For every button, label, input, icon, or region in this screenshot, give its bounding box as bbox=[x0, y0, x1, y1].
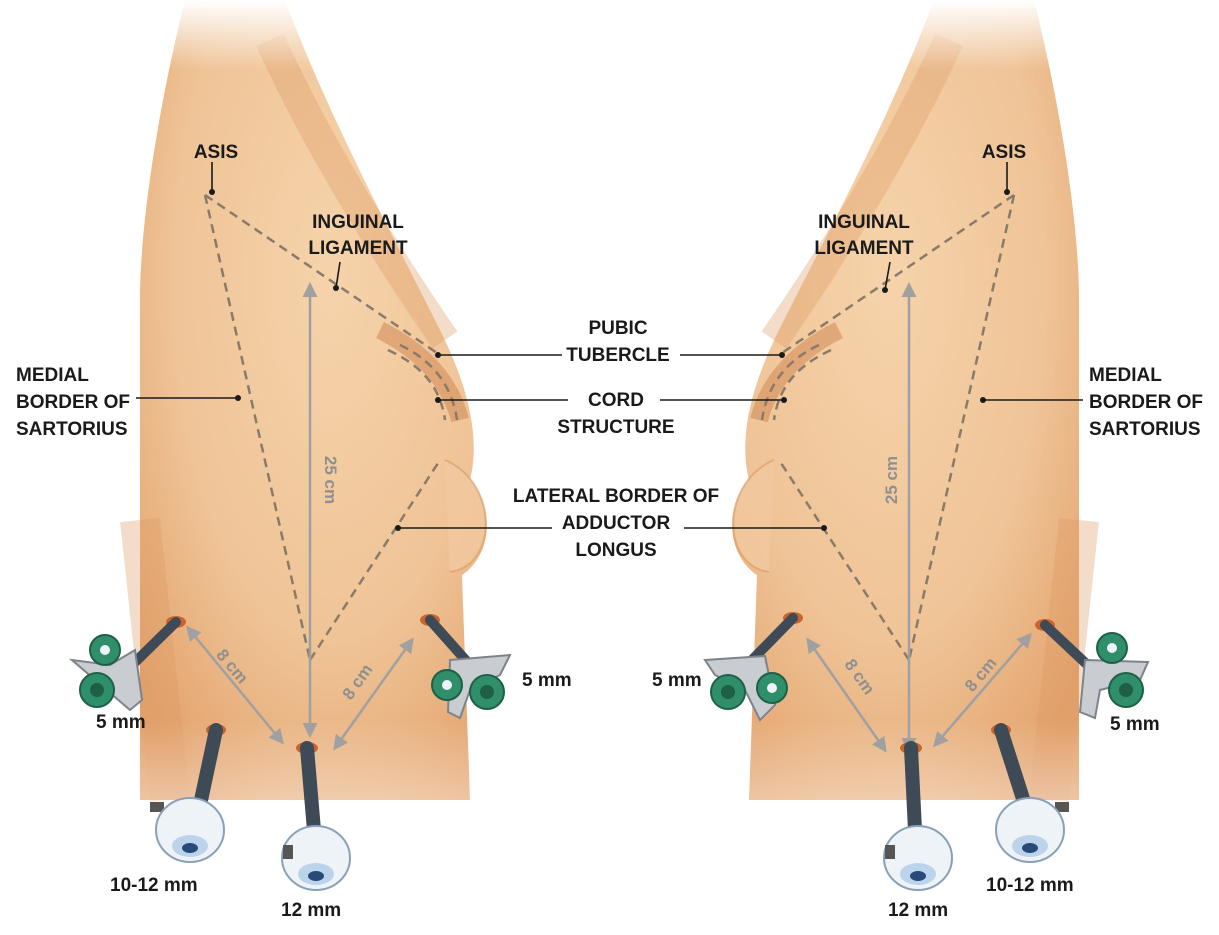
right-25cm-label: 25 cm bbox=[882, 456, 901, 504]
port-5mm-right-outer-icon bbox=[1040, 620, 1150, 720]
port-12mm-left-icon bbox=[281, 741, 351, 891]
port-10-12mm-left-icon bbox=[150, 723, 225, 863]
medial-border-label-right-line2: BORDER OF bbox=[1089, 392, 1203, 413]
adductor-label-line2: ADDUCTOR bbox=[562, 513, 671, 534]
inguinal-label-right-line2: LIGAMENT bbox=[814, 238, 914, 259]
cord-structure-label-line2: STRUCTURE bbox=[557, 417, 674, 438]
inguinal-label-right-line1: INGUINAL bbox=[818, 212, 910, 233]
medial-border-label-right-line1: MEDIAL bbox=[1089, 365, 1162, 386]
port-size-10-12mm-right: 10-12 mm bbox=[986, 875, 1074, 896]
left-25cm-label: 25 cm bbox=[321, 456, 340, 504]
pubic-tubercle-label-line1: PUBIC bbox=[588, 318, 647, 339]
port-size-5mm-right-inner: 5 mm bbox=[652, 670, 702, 691]
port-size-10-12mm-left: 10-12 mm bbox=[110, 875, 198, 896]
port-5mm-left-outer-icon bbox=[68, 617, 181, 712]
medial-border-label-left-line3: SARTORIUS bbox=[16, 419, 128, 440]
port-12mm-right-icon bbox=[883, 741, 953, 891]
pubic-tubercle-label-line2: TUBERCLE bbox=[566, 345, 669, 366]
medial-border-label-left-line1: MEDIAL bbox=[16, 365, 89, 386]
asis-label-left: ASIS bbox=[194, 142, 238, 163]
right-dashed-landmarks bbox=[760, 193, 1016, 661]
port-5mm-left-inner-icon bbox=[425, 615, 512, 720]
asis-label-right: ASIS bbox=[982, 142, 1026, 163]
medial-border-label-left-line2: BORDER OF bbox=[16, 392, 130, 413]
port-size-5mm-left-outer: 5 mm bbox=[96, 712, 146, 733]
left-measure-arrows bbox=[186, 282, 414, 751]
port-size-5mm-right-outer: 5 mm bbox=[1110, 714, 1160, 735]
adductor-label-line1: LATERAL BORDER OF bbox=[513, 486, 719, 507]
adductor-label-line3: LONGUS bbox=[575, 540, 656, 561]
port-size-5mm-left-inner: 5 mm bbox=[522, 670, 572, 691]
inguinal-label-left-line2: LIGAMENT bbox=[308, 238, 408, 259]
port-size-12mm-right: 12 mm bbox=[888, 900, 948, 921]
medial-border-label-right-line3: SARTORIUS bbox=[1089, 419, 1201, 440]
inguinal-label-left-line1: INGUINAL bbox=[312, 212, 404, 233]
left-dashed-landmarks bbox=[203, 193, 459, 661]
port-5mm-right-inner-icon bbox=[703, 613, 798, 722]
leader-lines bbox=[136, 162, 1083, 531]
right-measure-arrows bbox=[806, 282, 1032, 753]
port-10-12mm-right-icon bbox=[994, 723, 1069, 863]
port-size-12mm-left: 12 mm bbox=[281, 900, 341, 921]
cord-structure-label-line1: CORD bbox=[588, 390, 644, 411]
